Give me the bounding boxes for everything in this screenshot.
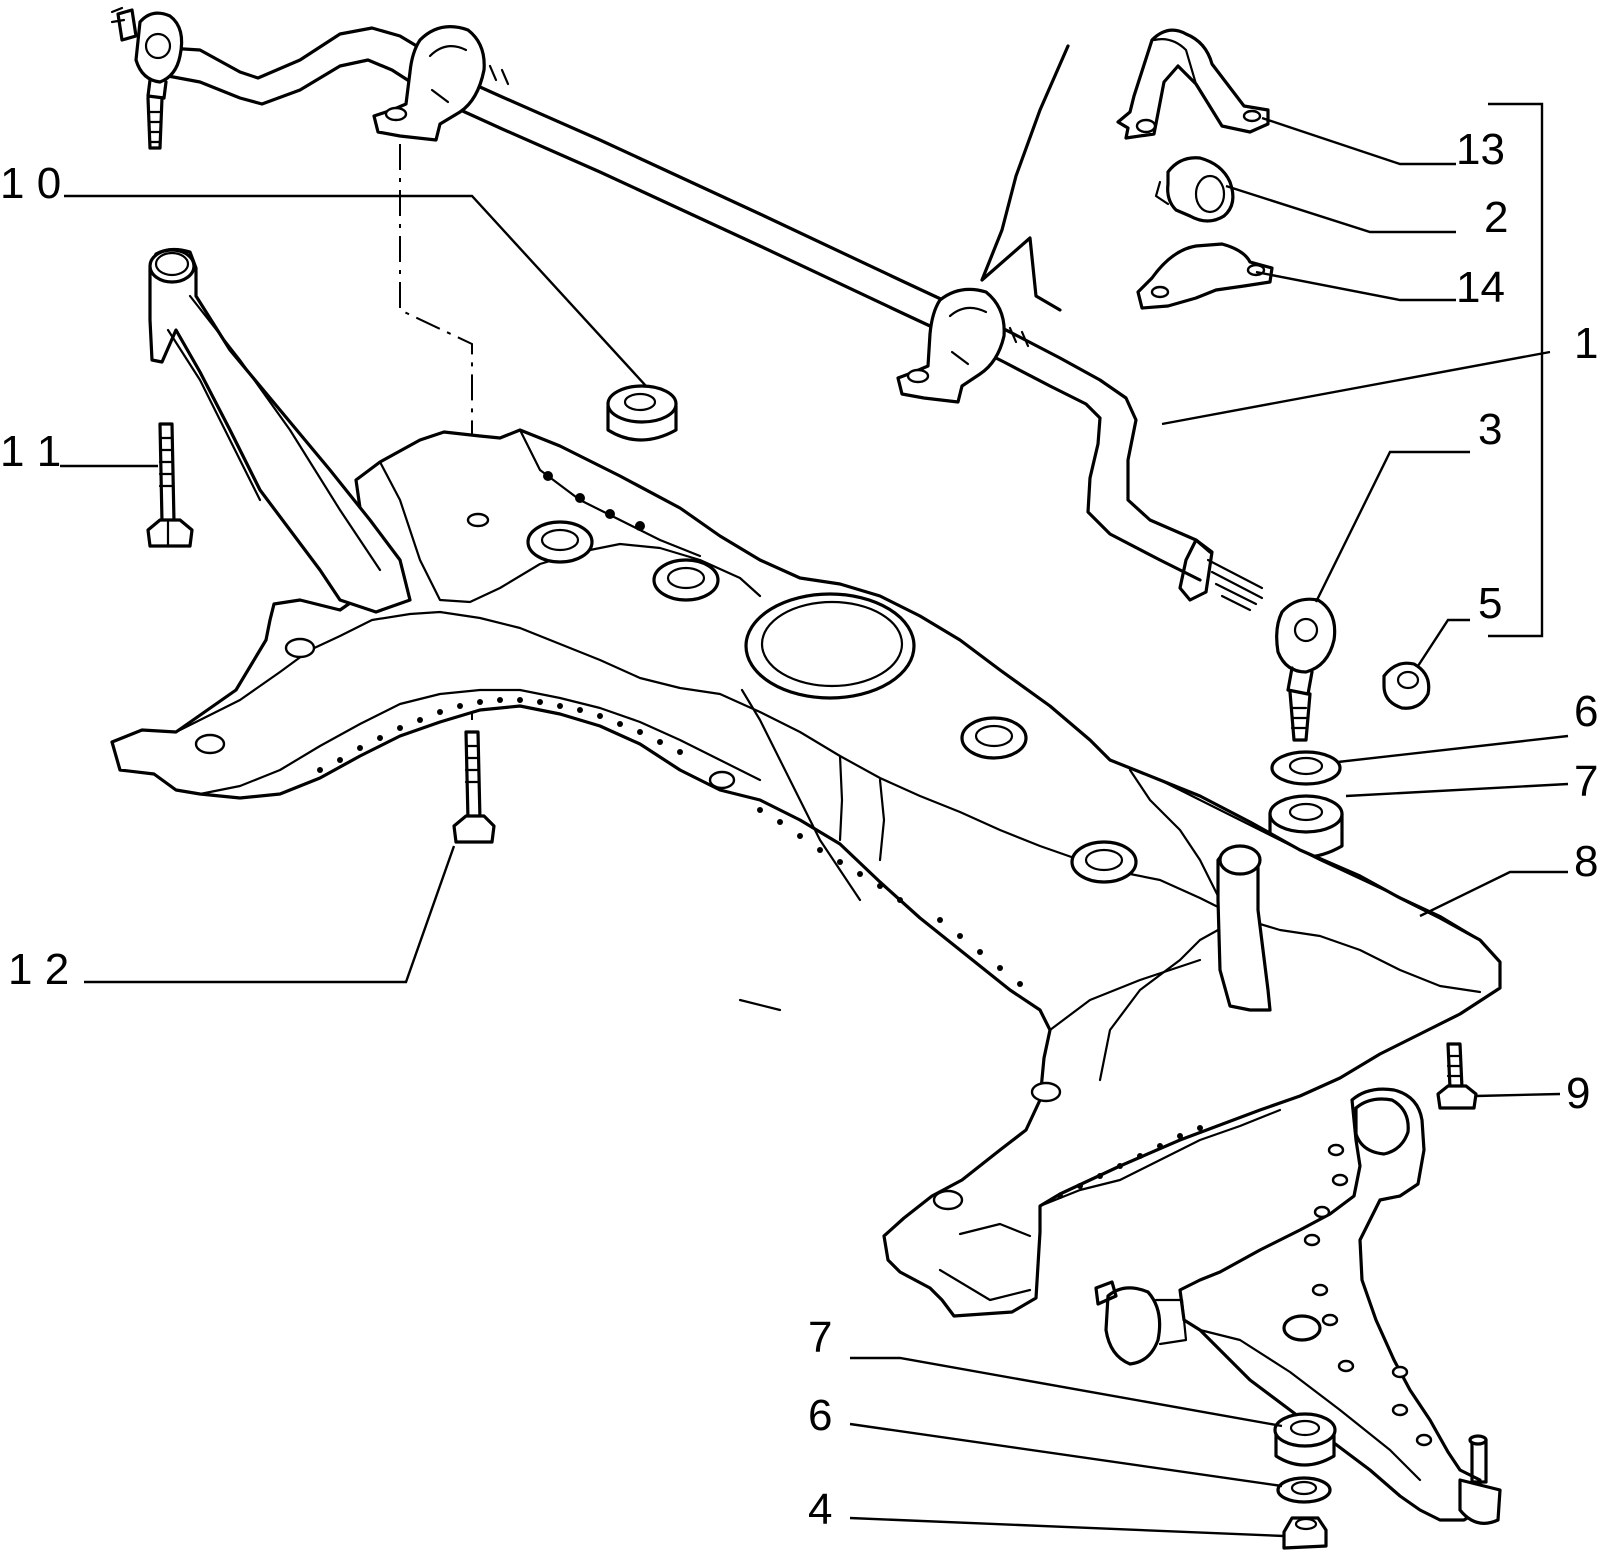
washer-6-upper: [1270, 750, 1342, 786]
label-1: 1: [1574, 319, 1598, 368]
bolt-9: [1436, 1042, 1478, 1110]
leader-lines: [60, 102, 1569, 1538]
label-5: 5: [1478, 579, 1502, 628]
label-6-upper: 6: [1574, 687, 1598, 736]
clamp-bracket-13: [1116, 28, 1270, 140]
label-9: 9: [1566, 1069, 1590, 1118]
bar-clamp-left: [372, 25, 510, 142]
end-link-3: [1275, 597, 1337, 742]
left-end-link: [110, 6, 184, 150]
bolt-11: [146, 422, 194, 548]
label-2: 2: [1484, 193, 1508, 242]
label-6-lower: 6: [808, 1391, 832, 1440]
label-3: 3: [1478, 405, 1502, 454]
label-12: 1 2: [8, 945, 69, 994]
bushing-2: [1154, 156, 1235, 223]
bar-clamp-center: [896, 287, 1030, 404]
control-arm: [1094, 1087, 1502, 1525]
clamp-plate-14: [1136, 242, 1274, 310]
label-8: 8: [1574, 837, 1598, 886]
nut-5: [1382, 661, 1431, 710]
part-labels: 13 2 14 1 3 5 6 7 8 9 1 0 1 1 1 2 7 6 4: [0, 125, 1598, 1534]
stabilizer-bar: [166, 26, 1264, 612]
bushing-7-lower: [1273, 1412, 1337, 1467]
label-13: 13: [1456, 125, 1505, 174]
subframe-8: [110, 247, 1502, 1318]
bushing-10: [606, 384, 678, 442]
label-4: 4: [808, 1485, 832, 1534]
perforation-dots: [317, 471, 1203, 1199]
break-mark: [980, 44, 1070, 312]
nut-4: [1282, 1516, 1328, 1550]
label-11: 1 1: [0, 427, 61, 476]
washer-6-lower: [1276, 1476, 1332, 1504]
label-10: 1 0: [0, 159, 61, 208]
label-14: 14: [1456, 263, 1505, 312]
label-7-lower: 7: [808, 1313, 832, 1362]
label-7-upper: 7: [1574, 757, 1598, 806]
bolt-12: [452, 730, 496, 844]
